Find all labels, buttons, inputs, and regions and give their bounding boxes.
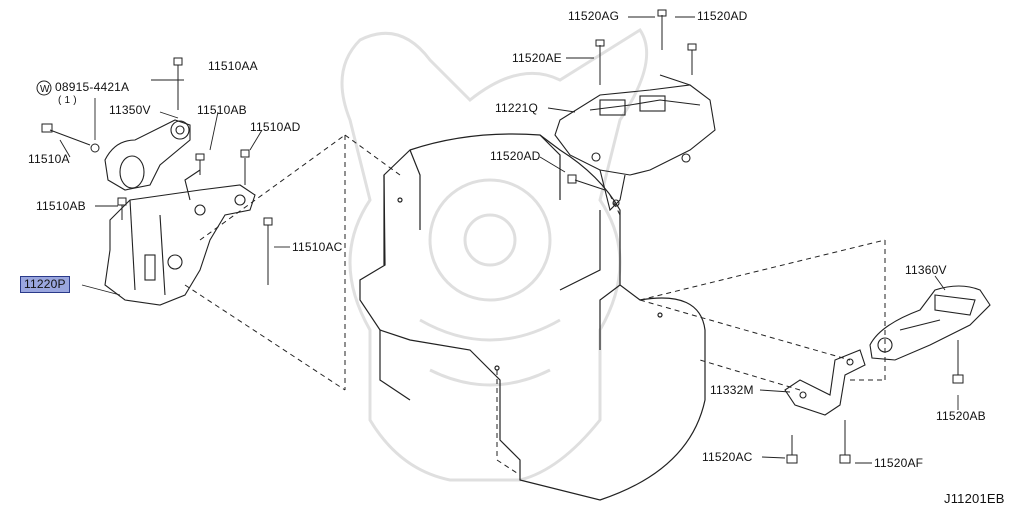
bolt-11510AD — [240, 149, 250, 185]
part-label-11520AF[interactable]: 11520AF — [874, 456, 924, 470]
bolt-11520AD-top — [687, 43, 697, 75]
engine-block — [359, 133, 706, 501]
bolt-11520AG — [657, 9, 667, 50]
part-label-11520AC[interactable]: 11520AC — [702, 450, 753, 464]
part-label-11510AC[interactable]: 11510AC — [292, 240, 343, 254]
bolt-11520AB — [952, 340, 964, 384]
bracket-11332M — [784, 349, 866, 416]
diagram-code: J11201EB — [944, 491, 1005, 506]
part-label-11510AD[interactable]: 11510AD — [250, 120, 301, 134]
washer-symbol-letter: W — [40, 84, 50, 95]
bracket-11221Q — [554, 74, 716, 212]
washer-symbol-circle — [36, 80, 52, 96]
part-label-08915-4421A[interactable]: 08915-4421A — [55, 80, 130, 94]
label-leaders — [59, 16, 959, 464]
part-label-11220P-highlighted[interactable]: 11220P — [20, 276, 70, 293]
mount-11360V — [869, 285, 991, 361]
part-label-11360V[interactable]: 11360V — [905, 263, 947, 277]
bolt-11510AA — [173, 57, 183, 110]
part-label-11520AE[interactable]: 11520AE — [512, 51, 562, 65]
part-label-11520AD-top[interactable]: 11520AD — [697, 9, 748, 23]
part-label-11350V[interactable]: 11350V — [109, 103, 151, 117]
part-label-11510AB-left[interactable]: 11510AB — [36, 199, 86, 213]
bolt-11520AF — [839, 420, 851, 464]
bolt-11520AE — [595, 39, 605, 85]
mount-11350V — [104, 119, 191, 191]
bolt-11520AC — [786, 435, 798, 464]
watermark-emblem — [340, 27, 649, 482]
part-label-11510AA[interactable]: 11510AA — [208, 59, 258, 73]
part-label-11332M[interactable]: 11332M — [710, 383, 754, 397]
part-label-11520AD-mid[interactable]: 11520AD — [490, 149, 541, 163]
part-label-11510AB-top[interactable]: 11510AB — [197, 103, 247, 117]
bolt-11510A — [41, 123, 91, 146]
part-label-11520AG[interactable]: 11520AG — [568, 9, 620, 23]
bolt-11520AD-mid — [567, 174, 606, 191]
mount-11220P — [104, 169, 256, 306]
part-label-11510A[interactable]: 11510A — [28, 152, 70, 166]
bolt-11510AB-left — [117, 197, 127, 220]
part-quantity: ( 1 ) — [58, 95, 77, 106]
bolt-11510AB-top — [195, 153, 205, 175]
bolt-11510AC — [263, 217, 273, 285]
leader-lines — [184, 134, 886, 476]
part-label-11221Q[interactable]: 11221Q — [495, 101, 539, 115]
part-label-11520AB[interactable]: 11520AB — [936, 409, 986, 423]
washer-08915 — [90, 143, 100, 153]
